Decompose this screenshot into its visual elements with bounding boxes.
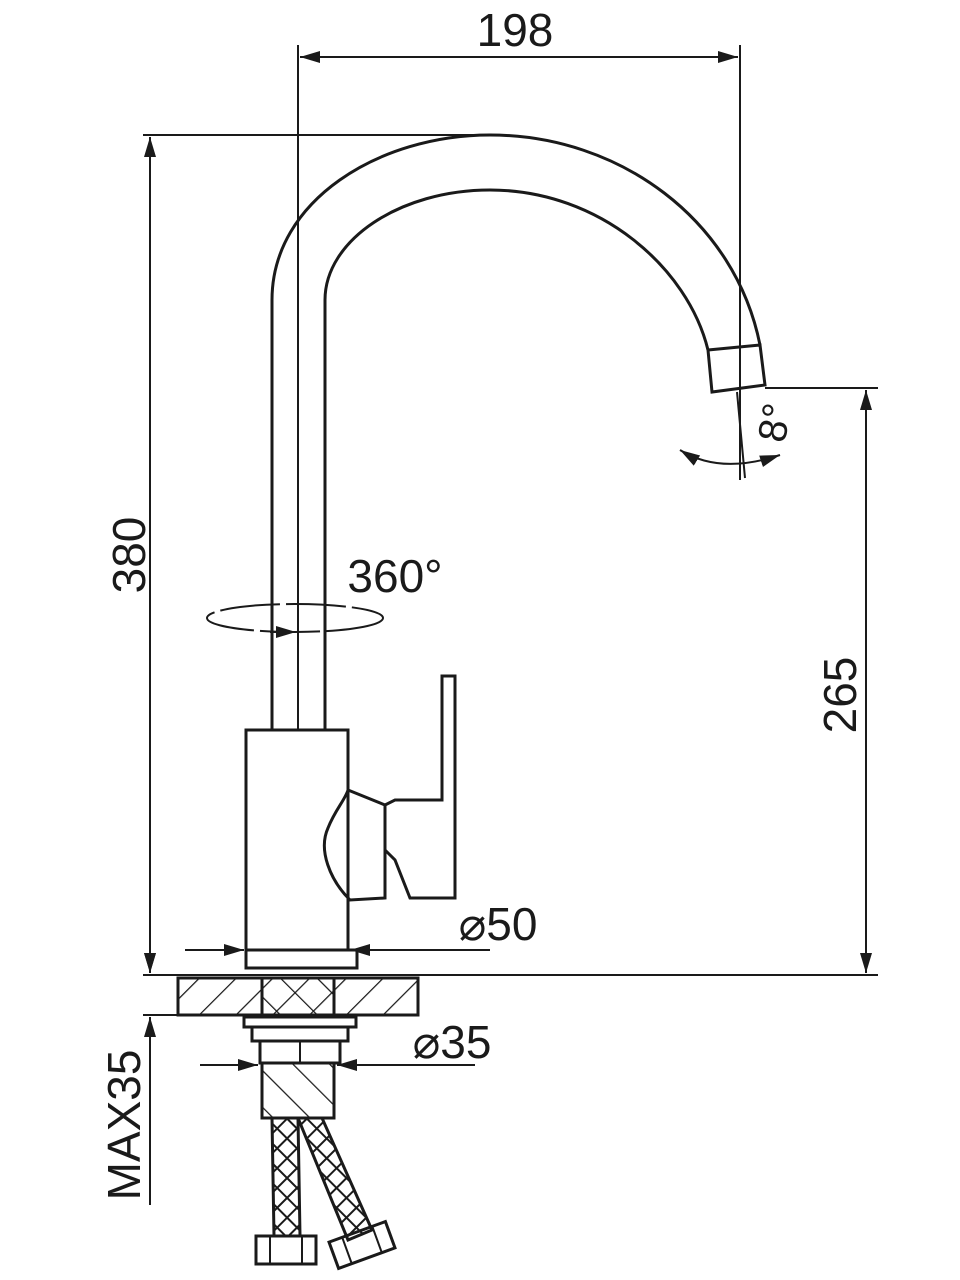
handle-lever	[383, 674, 457, 900]
dimension-spout-reach: 198	[297, 4, 741, 730]
spout-height-label: 265	[814, 657, 866, 734]
countertop-section	[143, 974, 878, 1017]
supply-hoses	[254, 1116, 397, 1271]
faucet-body	[244, 674, 457, 970]
shank-diameter-label: ⌀35	[413, 1016, 492, 1068]
dimension-spout-height: 265	[765, 387, 878, 973]
body-diameter-label: ⌀50	[459, 898, 538, 950]
aerator-angle-indicator: 8°	[679, 391, 800, 479]
dimension-body-diameter: ⌀50	[185, 898, 538, 956]
rotation-label: 360°	[347, 550, 442, 602]
max-thickness-label: MAX35	[98, 1050, 150, 1201]
hose-nut-left	[254, 1234, 318, 1266]
rotation-indicator: 360°	[206, 550, 443, 638]
mounting-shank	[242, 1015, 358, 1120]
dimension-shank-diameter: ⌀35	[200, 1016, 492, 1071]
total-height-label: 380	[103, 517, 155, 594]
spout	[270, 133, 767, 730]
spout-reach-label: 198	[477, 4, 554, 56]
hose-nut-right	[327, 1219, 397, 1271]
aerator	[706, 343, 767, 394]
handle-base	[323, 787, 387, 902]
dimension-total-height: 380	[103, 134, 490, 973]
aerator-angle-label: 8°	[750, 400, 800, 445]
dimension-max-thickness: MAX35	[98, 953, 156, 1205]
